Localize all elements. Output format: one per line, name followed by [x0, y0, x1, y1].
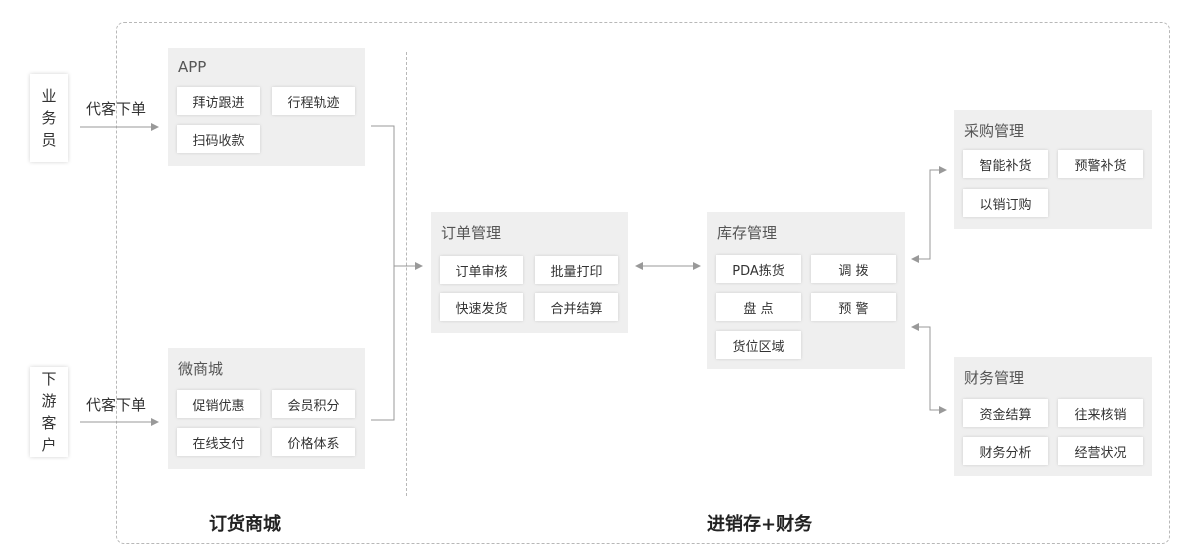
panel-title: 微商城: [178, 360, 224, 378]
chip-item: 往来核销: [1058, 399, 1143, 427]
chip-item: 批量打印: [535, 256, 618, 284]
chip-item: 合并结算: [535, 293, 618, 321]
section-label-ordering-mall: 订货商城: [209, 514, 281, 535]
panel-inventory-management: 库存管理 PDA拣货 调 拨 盘 点 预 警 货位区域: [707, 212, 905, 369]
chip-item: 预警补货: [1058, 150, 1143, 178]
chip-item: 预 警: [811, 293, 896, 321]
chip-item: 货位区域: [716, 331, 801, 359]
panel-finance-management: 财务管理 资金结算 往来核销 财务分析 经营状况: [954, 357, 1152, 476]
arrow-stock-purchase: [911, 166, 947, 263]
panel-purchase-management: 采购管理 智能补货 预警补货 以销订购: [954, 110, 1152, 229]
panel-title: 库存管理: [717, 224, 778, 242]
chip-item: 快速发货: [440, 293, 523, 321]
chip-item: 智能补货: [963, 150, 1048, 178]
chip-item: 财务分析: [963, 437, 1048, 465]
chip-item: 会员积分: [272, 390, 355, 418]
chip-item: 调 拨: [811, 255, 896, 283]
chip-item: PDA拣货: [716, 255, 801, 283]
chip-item: 以销订购: [963, 189, 1048, 217]
panel-title: 财务管理: [964, 369, 1025, 387]
chip-item: 经营状况: [1058, 437, 1143, 465]
panel-title: 订单管理: [441, 224, 502, 242]
connector-app-to-order: [371, 125, 395, 266]
chip-item: 价格体系: [272, 428, 355, 456]
panel-order-management: 订单管理 订单审核 批量打印 快速发货 合并结算: [431, 212, 628, 333]
section-divider: [406, 52, 407, 496]
edge-label-salesman-order: 代客下单: [86, 100, 147, 118]
chip-item: 资金结算: [963, 399, 1048, 427]
chip-item: 行程轨迹: [272, 87, 355, 115]
panel-title: APP: [178, 58, 207, 76]
chip-item: 在线支付: [177, 428, 260, 456]
actor-downstream-customer: 下游客户: [30, 367, 68, 457]
chip-item: 促销优惠: [177, 390, 260, 418]
panel-app: APP 拜访跟进 行程轨迹 扫码收款: [168, 48, 365, 166]
chip-item: 扫码收款: [177, 125, 260, 153]
section-label-inventory-finance: 进销存+财务: [707, 514, 813, 535]
connector-mall-to-order: [371, 266, 395, 421]
chip-item: 订单审核: [440, 256, 523, 284]
edge-label-customer-order: 代客下单: [86, 396, 147, 414]
chip-item: 拜访跟进: [177, 87, 260, 115]
actor-salesman: 业务员: [30, 74, 68, 162]
system-boundary: [116, 22, 1170, 544]
panel-micro-mall: 微商城 促销优惠 会员积分 在线支付 价格体系: [168, 348, 365, 469]
chip-item: 盘 点: [716, 293, 801, 321]
arrow-stock-finance: [911, 323, 947, 414]
panel-title: 采购管理: [964, 122, 1025, 140]
